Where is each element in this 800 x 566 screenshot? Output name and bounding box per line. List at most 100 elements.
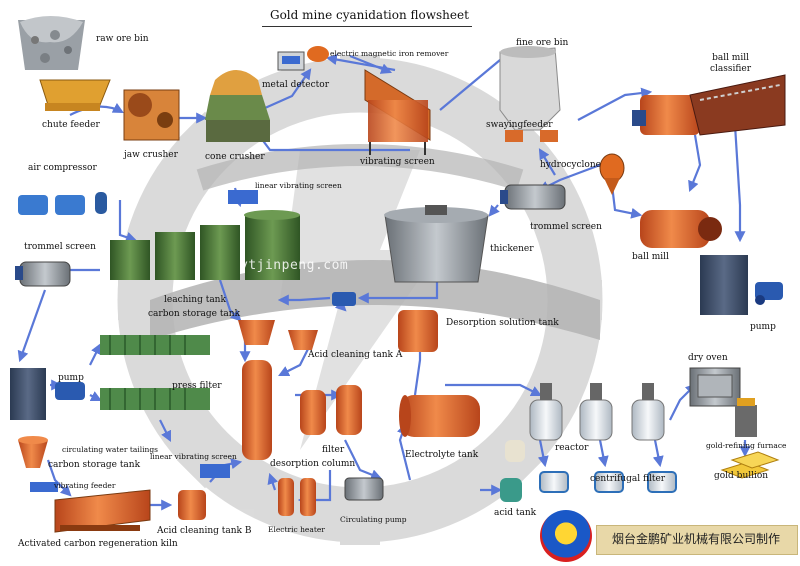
label-iron-remover: electric magnetic iron remover <box>330 49 449 58</box>
acid-cleaning-tank-a-icon <box>288 330 318 350</box>
watermark-text: ytjinpeng.com <box>240 258 349 273</box>
metal-detector-icon <box>277 51 305 71</box>
label-acid-cleaning-tank-a: Acid cleaning tank A <box>308 350 403 360</box>
trommel-screen-right-icon <box>500 184 566 210</box>
label-gold-refining-furnace: gold-refining furnace <box>706 441 787 450</box>
label-jaw-crusher: jaw crusher <box>124 150 178 160</box>
gold-bullion-icon <box>720 451 780 479</box>
page-title: Gold mine cyanidation flowsheet <box>270 8 469 22</box>
jaw-crusher-icon <box>123 89 180 141</box>
label-centrifugal-filter: centrifugal filter <box>590 474 666 484</box>
label-linear-vibrating-screen-bottom: linear vibrating screen <box>150 452 237 461</box>
label-desorption-solution-tank: Desorption solution tank <box>446 318 559 328</box>
linear-vibrating-screen-top-icon <box>228 190 258 204</box>
arrow-cone-to-detector <box>264 68 312 110</box>
label-filter: filter <box>322 445 345 455</box>
ore-pile-icon <box>18 16 85 70</box>
ball-mill-icon <box>640 210 722 248</box>
arrow-acid-a-to-column <box>278 344 311 376</box>
arrow-trommel-to-thickener <box>488 204 500 217</box>
arrow-return-screen <box>325 54 396 72</box>
arrow-pump-to-filter-top <box>89 343 101 366</box>
press-filter-icon <box>100 335 210 410</box>
label-desorption-column: desorption column <box>270 459 356 469</box>
arrow-carbon-to-feeder <box>46 459 72 497</box>
label-carbon-storage-tank-bottom: carbon storage tank <box>48 460 141 470</box>
arrow-heater-up <box>267 472 279 491</box>
label-reactor: reactor <box>555 443 589 453</box>
label-vibrating-screen: vibrating screen <box>360 157 435 167</box>
arrow-feeder-to-mill <box>577 87 653 121</box>
arrow-electrolyte-to-reactor <box>445 383 542 396</box>
label-regeneration-kiln: Activated carbon regeneration kiln <box>18 539 178 549</box>
arrow-air-to-leach <box>118 200 138 243</box>
label-cone-crusher: cone crusher <box>205 152 265 162</box>
label-circulating-water-tailings: circulating water tailings <box>62 445 158 454</box>
label-circulating-pump: Circulating pump <box>340 515 407 524</box>
regeneration-kiln-icon <box>54 489 151 533</box>
air-compressor-icon <box>18 192 107 215</box>
title-underline <box>262 26 472 27</box>
linear-vibrating-screen-bottom-icon <box>200 464 230 478</box>
arrow-reactor3-down <box>652 439 664 468</box>
label-swaying-feeder: swayingfeeder <box>486 120 553 130</box>
footer-company: 烟台金鹏矿业机械有限公司制作 <box>612 532 781 546</box>
label-acid-cleaning-tank-b: Acid cleaning tank B <box>157 526 252 536</box>
reactor-icon <box>529 383 665 441</box>
arrow-thickener-to-tank <box>357 280 439 304</box>
arrow-reactor2-down <box>597 439 609 468</box>
label-linear-vibrating-screen-top: linear vibrating screen <box>255 181 342 190</box>
carbon-storage-tank-top-icon <box>238 320 275 345</box>
circulating-pump-icon <box>344 477 384 501</box>
acid-cleaning-tank-b-icon <box>178 490 206 520</box>
hydrocyclone-icon <box>599 153 625 195</box>
arrow-filter-to-tailings <box>159 419 171 442</box>
label-chute-feeder: chute feeder <box>42 120 100 130</box>
centrifugal-filter-icon <box>539 471 677 493</box>
arrow-classifier-to-pump <box>733 124 746 243</box>
acid-tank-icon <box>500 478 522 502</box>
sump-left-icon <box>10 368 46 420</box>
footer-band <box>596 525 798 555</box>
arrow-leach-to-carbon <box>218 279 242 322</box>
ball-mill-classifier-icon <box>632 74 786 136</box>
label-acid-tank: acid tank <box>494 508 537 518</box>
arrow-reactor1-down <box>537 439 549 468</box>
vibrating-feeder-icon <box>30 482 58 492</box>
label-pump-left: pump <box>58 373 84 383</box>
desorption-column-icon <box>242 360 272 460</box>
label-air-compressor: air compressor <box>28 163 97 173</box>
label-trommel-screen-left: trommel screen <box>24 242 96 252</box>
desorption-solution-tank-icon <box>398 310 438 352</box>
arrow-cyclone-up <box>538 148 556 176</box>
dry-oven-icon <box>689 367 741 407</box>
label-dry-oven: dry oven <box>688 353 728 363</box>
arrow-classifier-down <box>688 134 702 193</box>
label-metal-detector: metal detector <box>262 80 329 90</box>
swaying-feeder-icon <box>505 130 558 142</box>
pump-middle-icon <box>332 292 356 306</box>
trommel-screen-left-icon <box>15 261 71 287</box>
label-gold-bullion: gold bullion <box>714 471 769 481</box>
fine-ore-bin-icon <box>499 46 561 131</box>
iron-remover-icon <box>307 46 329 62</box>
label-leaching-tank: leaching tank <box>164 295 226 305</box>
electric-heater-icon <box>278 478 316 516</box>
arrow-cyclone-to-ballmill <box>610 184 643 219</box>
arrow-remover-to-screen <box>349 54 393 74</box>
label-fine-ore-bin: fine ore bin <box>516 38 569 48</box>
label-raw-ore-bin: raw ore bin <box>96 34 149 44</box>
thickener-icon <box>384 205 489 283</box>
sump-tank-icon <box>700 255 748 315</box>
label-electrolyte-tank: Electrolyte tank <box>405 450 479 460</box>
vibrating-screen-icon <box>364 69 431 155</box>
label-trommel-screen-right: trommel screen <box>530 222 602 232</box>
label-thickener: thickener <box>490 244 534 254</box>
pump-left-icon <box>55 382 85 400</box>
label-press-filter: press filter <box>172 381 222 391</box>
label-pump-right: pump <box>750 322 776 332</box>
arrow-pump-to-leach <box>277 294 331 306</box>
cone-crusher-icon <box>205 70 270 142</box>
label-carbon-storage-tank-top: carbon storage tank <box>148 309 241 319</box>
